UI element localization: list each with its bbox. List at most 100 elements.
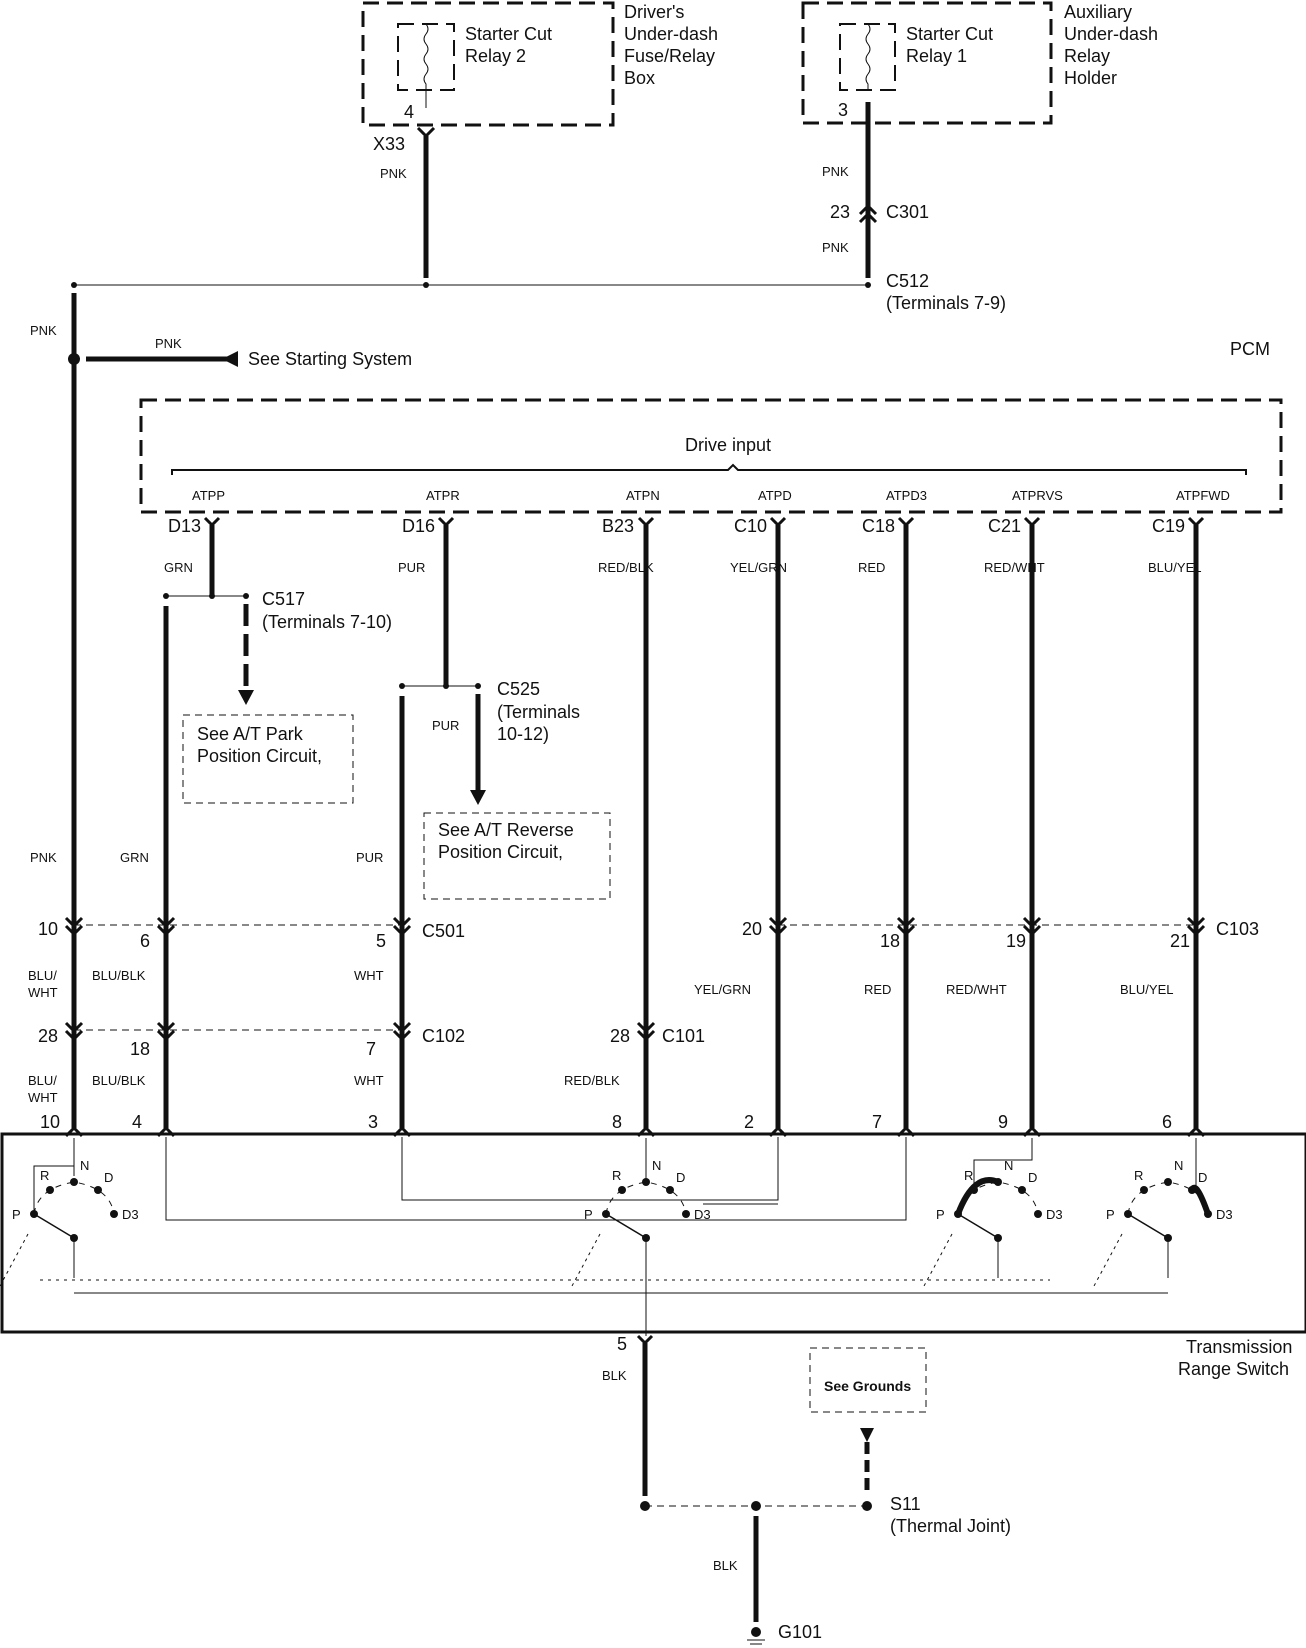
fuse-box-label-1: Driver's	[624, 2, 684, 22]
pcm-label: PCM	[1230, 339, 1270, 359]
arrow-down-icon	[860, 1428, 874, 1442]
switch-pos-p: P	[584, 1207, 593, 1222]
connector-pin-icon	[768, 916, 788, 937]
c501-c103-pin: 21	[1170, 931, 1190, 951]
switch-pos-d3: D3	[694, 1207, 711, 1222]
trs-pin: 9	[998, 1112, 1008, 1132]
fuse-relay-box: Starter Cut Relay 2 4 Driver's Under-das…	[361, 1, 718, 127]
aux-holder-label-2: Under-dash	[1064, 24, 1158, 44]
wire-color-label: BLU/YEL	[1148, 560, 1201, 575]
connector-c301: C301	[886, 202, 929, 222]
arrow-down-icon	[238, 690, 254, 705]
terminal-icon	[769, 516, 787, 528]
terminal-icon	[637, 516, 655, 528]
wire-color-redwht-2: RED/WHT	[946, 982, 1007, 997]
switch-pos-d: D	[104, 1170, 113, 1185]
connector-c102: C102	[422, 1026, 465, 1046]
wire-color-grn-mid: GRN	[120, 850, 149, 865]
trs-pin: 7	[872, 1112, 882, 1132]
connector-pin-icon	[636, 1021, 656, 1042]
trs-pin: 8	[612, 1112, 622, 1132]
c501-c103-pin: 20	[742, 919, 762, 939]
trs-pin: 4	[132, 1112, 142, 1132]
relay1-pin: 3	[838, 100, 848, 120]
connector-c101: C101	[662, 1026, 705, 1046]
ground-icon	[747, 1627, 765, 1645]
terminal-icon	[1023, 516, 1041, 528]
switch-pos-p: P	[936, 1207, 945, 1222]
relay1-name-2: Relay 1	[906, 46, 967, 66]
switch-pos-d: D	[676, 1170, 685, 1185]
terminal-icon	[203, 516, 221, 528]
c301-pin: 23	[830, 202, 850, 222]
wire-color-bluwht-2b: WHT	[28, 1090, 58, 1105]
switch-pos-n: N	[1174, 1158, 1183, 1173]
wire-color-label: RED/BLK	[598, 560, 654, 575]
switch-pos-d: D	[1198, 1170, 1207, 1185]
wire-color-label: RED/WHT	[984, 560, 1045, 575]
switch-pos-n: N	[652, 1158, 661, 1173]
pcm-pin-c19: C19	[1152, 516, 1185, 536]
fuse-box-label-3: Fuse/Relay	[624, 46, 715, 66]
wire-color-label: PUR	[398, 560, 425, 575]
reference-park-1: See A/T Park	[197, 724, 304, 744]
relay-coil-icon	[865, 23, 871, 90]
wire-color-bluwht-2a: BLU/	[28, 1073, 57, 1088]
switch-pos-r: R	[40, 1168, 49, 1183]
c501-c103-pin: 19	[1006, 931, 1026, 951]
wire-color-pur-c525: PUR	[432, 718, 459, 733]
connector-pin-icon	[156, 916, 176, 937]
c102-c101-pin: 28	[610, 1026, 630, 1046]
pcm-pin-d16: D16	[402, 516, 435, 536]
wire-color-blublk-2: BLU/BLK	[92, 1073, 146, 1088]
wire-color-bluwht-1b: WHT	[28, 985, 58, 1000]
switch-pos-r: R	[1134, 1168, 1143, 1183]
wire-color-pnk-r1b: PNK	[822, 240, 849, 255]
connector-c301-icon	[858, 203, 878, 224]
wire-color-blk-2: BLK	[713, 1558, 738, 1573]
reference-starting-system[interactable]: See Starting System	[248, 349, 412, 369]
relay1-name-1: Starter Cut	[906, 24, 993, 44]
aux-holder-label-4: Holder	[1064, 68, 1117, 88]
wire-color-red-2: RED	[864, 982, 891, 997]
relay2-name-1: Starter Cut	[465, 24, 552, 44]
wire-color-blk-1: BLK	[602, 1368, 627, 1383]
terminal-icon	[897, 516, 915, 528]
wire-color-wht-2: WHT	[354, 1073, 384, 1088]
aux-holder-label-1: Auxiliary	[1064, 2, 1132, 22]
reference-grounds: See Grounds	[824, 1378, 911, 1394]
pcm-signal-atpn: ATPN	[626, 488, 660, 503]
trs-label-2: Range Switch	[1178, 1359, 1289, 1379]
reference-reverse-box[interactable]: See A/T Reverse Position Circuit,	[423, 812, 611, 900]
trs-label-1: Transmission	[1186, 1337, 1292, 1357]
wire-color-blublk-1: BLU/BLK	[92, 968, 146, 983]
pcm-box	[139, 398, 1283, 514]
trs-ground-pin: 5	[617, 1334, 627, 1354]
reference-grounds-box[interactable]: See Grounds	[809, 1347, 927, 1413]
transmission-range-switch-box	[0, 1132, 1306, 1334]
c501-c103-pin: 18	[880, 931, 900, 951]
pcm-pin-c18: C18	[862, 516, 895, 536]
connector-pin-icon	[64, 916, 84, 937]
trs-pin: 10	[40, 1112, 60, 1132]
connector-s11: S11	[890, 1494, 921, 1514]
aux-relay-holder: Starter Cut Relay 1 3 Auxiliary Under-da…	[801, 1, 1158, 125]
connector-c525: C525	[497, 679, 540, 699]
c102-c101-pin: 28	[38, 1026, 58, 1046]
connector-c501: C501	[422, 921, 465, 941]
reference-park-box[interactable]: See A/T Park Position Circuit,	[182, 714, 354, 804]
relay-coil-icon	[423, 23, 429, 108]
terminal-icon	[1187, 516, 1205, 528]
terminal-icon	[437, 516, 455, 528]
wire-color-redblk-2: RED/BLK	[564, 1073, 620, 1088]
trs-pin: 2	[744, 1112, 754, 1132]
pcm-signal-atpr: ATPR	[426, 488, 460, 503]
reference-reverse-1: See A/T Reverse	[438, 820, 574, 840]
aux-holder-label-3: Relay	[1064, 46, 1110, 66]
connector-c512: C512	[886, 271, 929, 291]
wire-color-pnk-mid: PNK	[30, 850, 57, 865]
c102-c101-pin: 18	[130, 1039, 150, 1059]
wire-color-pur-mid: PUR	[356, 850, 383, 865]
